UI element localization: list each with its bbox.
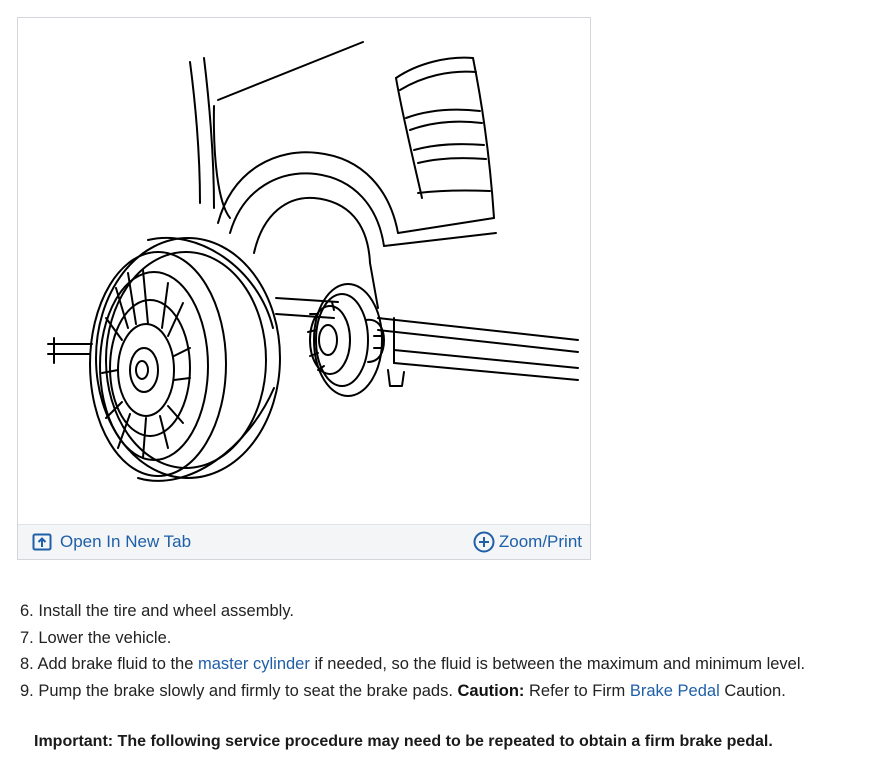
procedure-steps: 6. Install the tire and wheel assembly. … [20, 598, 805, 704]
figure-toolbar: Open In New Tab Zoom/Print [18, 524, 590, 559]
open-in-new-tab-label: Open In New Tab [60, 532, 192, 551]
step-text: Refer to Firm [529, 681, 626, 700]
open-new-tab-icon [32, 533, 52, 551]
step-text: if needed, so the fluid is between the m… [314, 655, 806, 673]
step-text: Caution. [724, 681, 786, 700]
caution-label: Caution: [457, 681, 525, 700]
zoom-plus-icon [473, 531, 495, 553]
important-note: Important: The following service procedu… [34, 733, 773, 750]
step-text: Lower the vehicle. [38, 628, 172, 647]
master-cylinder-link[interactable]: master cylinder [197, 655, 310, 673]
open-in-new-tab-link[interactable]: Open In New Tab [32, 525, 191, 559]
step-7: 7. Lower the vehicle. [20, 625, 805, 652]
step-text: Install the tire and wheel assembly. [38, 602, 294, 620]
step-number: 8. [20, 655, 34, 673]
step-number: 7. [20, 628, 34, 647]
figure-card: Open In New Tab Zoom/Print [17, 17, 591, 560]
zoom-print-label: Zoom/Print [498, 532, 582, 551]
step-8: 8. Add brake fluid to the master cylinde… [20, 651, 805, 678]
zoom-print-link[interactable]: Zoom/Print [473, 525, 582, 559]
brake-pedal-link[interactable]: Brake Pedal [629, 681, 720, 700]
step-6: 6. Install the tire and wheel assembly. [20, 598, 805, 625]
step-number: 6. [20, 602, 34, 620]
brake-rotor-illustration [47, 41, 579, 482]
step-number: 9. [20, 681, 34, 700]
step-9: 9. Pump the brake slowly and firmly to s… [20, 678, 805, 705]
step-text: Add brake fluid to the [37, 655, 194, 673]
step-text: Pump the brake slowly and firmly to seat… [38, 681, 453, 700]
